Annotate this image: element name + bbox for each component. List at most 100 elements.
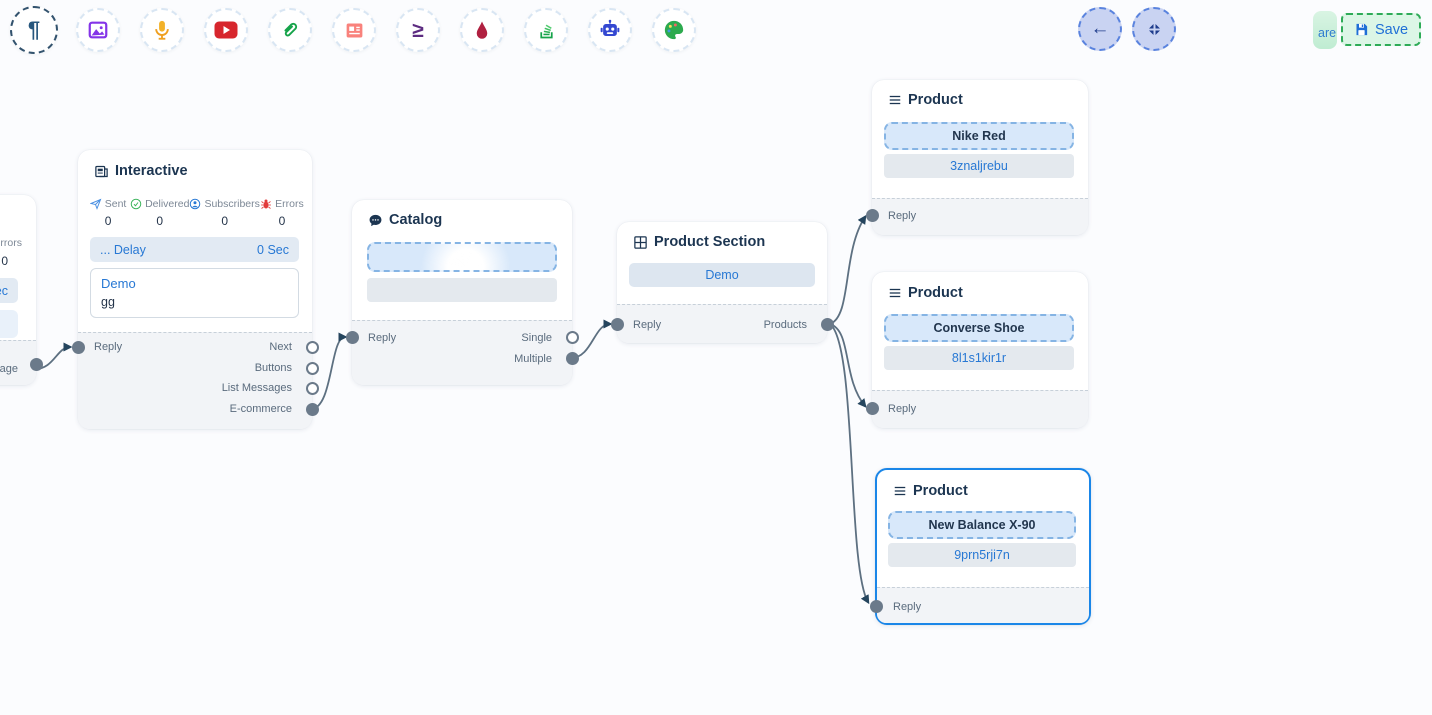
input-port-label: Reply bbox=[368, 332, 397, 344]
toolbar-button-news[interactable] bbox=[332, 8, 376, 52]
output-port-next[interactable] bbox=[305, 340, 319, 354]
message-box[interactable]: Demo gg bbox=[90, 268, 299, 318]
node-product-1[interactable]: Product Nike Red 3znaljrebu Reply bbox=[865, 80, 1088, 235]
product-retailer-id: 8l1s1kir1r bbox=[951, 351, 1007, 365]
toolbar-button-text[interactable]: ¶ bbox=[10, 6, 58, 54]
message-title: Demo bbox=[101, 276, 136, 291]
toolbar-button-audio[interactable] bbox=[140, 8, 184, 52]
output-port-list-messages[interactable] bbox=[305, 381, 319, 395]
message-preview-box[interactable] bbox=[0, 310, 18, 338]
node-footer: Message bbox=[0, 340, 43, 385]
product-name-box[interactable]: New Balance X-90 bbox=[888, 511, 1076, 539]
menu-icon bbox=[894, 486, 906, 496]
delay-row[interactable]: 0 Sec bbox=[0, 278, 18, 303]
product-retailer-id-box[interactable]: 8l1s1kir1r bbox=[884, 346, 1074, 370]
toolbar-button-stack[interactable] bbox=[524, 8, 568, 52]
delay-value: 0 Sec bbox=[257, 242, 289, 257]
node-title-label: Product Section bbox=[654, 234, 766, 250]
product-name: Nike Red bbox=[952, 129, 1006, 143]
node-catalog[interactable]: Catalog Reply Single Multiple bbox=[345, 200, 579, 385]
output-port-products[interactable] bbox=[820, 317, 834, 331]
input-port-reply[interactable] bbox=[869, 599, 883, 613]
floppy-disk-icon bbox=[1356, 23, 1368, 36]
node-title-label: Product bbox=[913, 483, 968, 499]
check-circle-icon bbox=[130, 198, 142, 210]
toast-partial: are bbox=[1313, 11, 1337, 49]
section-title-box[interactable]: Demo bbox=[629, 263, 815, 287]
toolbar-button-drip[interactable] bbox=[460, 8, 504, 52]
toolbar-button-attachment[interactable] bbox=[268, 8, 312, 52]
product-name: Converse Shoe bbox=[933, 321, 1025, 335]
node-product-2[interactable]: Product Converse Shoe 8l1s1kir1r Reply bbox=[865, 272, 1088, 428]
bug-icon bbox=[261, 199, 272, 209]
product-retailer-id-box[interactable]: 3znaljrebu bbox=[884, 154, 1074, 178]
input-port-reply[interactable] bbox=[865, 401, 879, 415]
node-title-label: Interactive bbox=[115, 163, 188, 179]
input-port-label: Reply bbox=[888, 210, 917, 222]
output-port-label: Products bbox=[763, 319, 807, 331]
output-port-label: Message bbox=[0, 363, 18, 375]
stat-value: 0 bbox=[156, 214, 164, 228]
toolbar-button-condition[interactable]: ≥ bbox=[396, 8, 440, 52]
output-port-buttons[interactable] bbox=[305, 361, 319, 375]
output-port-label: E-commerce bbox=[229, 403, 292, 415]
node-product-3-selected[interactable]: Product New Balance X-90 9prn5rji7n Repl… bbox=[869, 468, 1091, 625]
output-port-label: Buttons bbox=[254, 362, 292, 374]
edge-products-to-product2-reply bbox=[829, 323, 867, 408]
delay-row[interactable]: ... Delay 0 Sec bbox=[90, 237, 299, 262]
stat-label: Subscribers bbox=[204, 198, 260, 210]
input-port-reply[interactable] bbox=[610, 317, 624, 331]
product-name-box[interactable]: Converse Shoe bbox=[884, 314, 1074, 342]
output-port-ecommerce[interactable] bbox=[305, 402, 319, 416]
stat-value: 0 bbox=[278, 214, 286, 228]
catalog-input-box[interactable] bbox=[367, 242, 557, 272]
fit-view-button[interactable] bbox=[1132, 7, 1176, 51]
output-port-label: Single bbox=[521, 332, 552, 344]
menu-icon bbox=[889, 95, 901, 105]
product-retailer-id-box[interactable]: 9prn5rji7n bbox=[888, 543, 1076, 567]
node-footer: Reply bbox=[872, 390, 1088, 428]
node-footer: Reply bbox=[877, 587, 1089, 623]
greater-equal-icon: ≥ bbox=[412, 18, 424, 42]
output-port-multiple[interactable] bbox=[565, 351, 579, 365]
catalog-secondary-box[interactable] bbox=[367, 278, 557, 302]
output-port-single[interactable] bbox=[565, 330, 579, 344]
stats-row: Sent 0 Delivered 0 Subscribers bbox=[86, 198, 304, 228]
output-port-label: Multiple bbox=[514, 353, 552, 365]
toolbar-button-theme[interactable] bbox=[652, 8, 696, 52]
message-body: gg bbox=[101, 295, 115, 309]
chat-bubble-icon bbox=[369, 214, 382, 226]
input-port-label: Reply bbox=[893, 601, 922, 613]
pilcrow-icon: ¶ bbox=[27, 17, 41, 42]
menu-icon bbox=[889, 288, 901, 298]
user-circle-icon bbox=[190, 198, 201, 210]
toolbar-button-video[interactable] bbox=[204, 8, 248, 52]
input-port-reply[interactable] bbox=[865, 209, 879, 222]
node-title-label: Catalog bbox=[389, 212, 443, 228]
interactive-card-icon bbox=[95, 165, 108, 177]
input-port-reply[interactable] bbox=[345, 330, 359, 344]
output-port-message[interactable] bbox=[29, 357, 43, 371]
stat-label: Errors bbox=[0, 237, 22, 249]
product-retailer-id: 9prn5rji7n bbox=[954, 548, 1010, 562]
toast-partial-text: are bbox=[1318, 26, 1337, 40]
save-button[interactable]: Save bbox=[1341, 13, 1421, 46]
robot-icon bbox=[600, 19, 620, 36]
node-interactive[interactable]: Interactive Sent 0 Delivered bbox=[71, 150, 319, 429]
product-name: New Balance X-90 bbox=[928, 518, 1036, 532]
grid-icon bbox=[634, 235, 647, 249]
node-title-label: Product bbox=[908, 92, 963, 108]
product-name-box[interactable]: Nike Red bbox=[884, 122, 1074, 150]
node-product-section[interactable]: Product Section Demo Reply Products bbox=[610, 222, 834, 343]
delay-value: 0 Sec bbox=[0, 283, 8, 298]
input-port-reply[interactable] bbox=[71, 340, 85, 354]
node-footer: Reply bbox=[872, 198, 1088, 235]
stat-label: Sent bbox=[104, 198, 127, 210]
toolbar-button-image[interactable] bbox=[76, 8, 120, 52]
stat-label: Delivered bbox=[145, 198, 190, 210]
input-port-label: Reply bbox=[888, 403, 917, 415]
back-button[interactable]: ← bbox=[1078, 7, 1122, 51]
toolbar-button-bot[interactable] bbox=[588, 8, 632, 52]
node-partial-left[interactable]: Errors 0 0 Sec Message bbox=[0, 195, 43, 385]
